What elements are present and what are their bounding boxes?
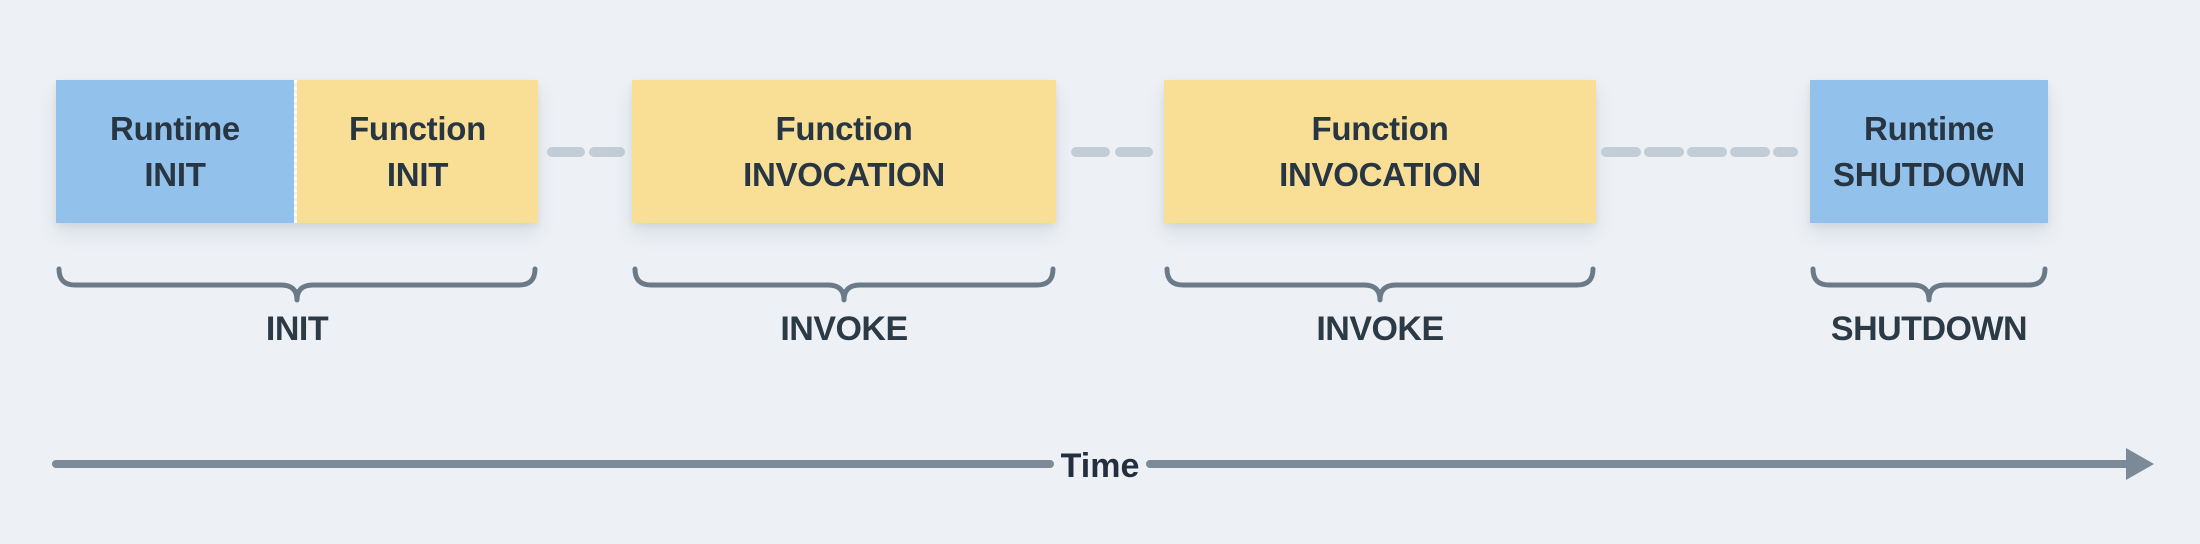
function-invocation-second-line2: INVOCATION (1279, 155, 1481, 193)
phase-invoke-first: Function INVOCATION INVOKE (632, 0, 1056, 544)
runtime-init-line1: Runtime (110, 109, 240, 147)
invoke-first-phase-label: INVOKE (780, 310, 908, 348)
function-invocation-first-line1: Function (775, 109, 913, 147)
shutdown-underbrace-icon (1810, 266, 2048, 303)
function-invocation-box-first: Function INVOCATION (632, 80, 1056, 223)
runtime-shutdown-line1: Runtime (1864, 109, 1994, 147)
function-init-line2: INIT (386, 155, 449, 193)
timeline-right-segment (1146, 460, 2130, 468)
function-invocation-box-second: Function INVOCATION (1164, 80, 1596, 223)
init-underbrace-icon (56, 266, 538, 303)
invoke-second-phase-label: INVOKE (1316, 310, 1444, 348)
invoke-second-underbrace-icon (1164, 266, 1596, 303)
runtime-init-box: Runtime INIT (56, 80, 294, 223)
phase-init: Runtime INIT Function INIT INIT (56, 0, 538, 544)
runtime-shutdown-line2: SHUTDOWN (1833, 155, 2025, 193)
function-invocation-first-line2: INVOCATION (743, 155, 945, 193)
dashed-connector-icon (547, 147, 625, 157)
timeline-label: Time (1060, 447, 1140, 485)
invoke-first-underbrace-icon (632, 266, 1056, 303)
function-invocation-second-line1: Function (1311, 109, 1449, 147)
timeline-left-segment (52, 460, 1054, 468)
shutdown-box-group: Runtime SHUTDOWN (1810, 80, 2048, 223)
dashed-connector-icon (1601, 147, 1798, 157)
phase-invoke-second: Function INVOCATION INVOKE (1164, 0, 1596, 544)
init-box-group: Runtime INIT Function INIT (56, 80, 538, 223)
invoke-second-box-group: Function INVOCATION (1164, 80, 1596, 223)
init-phase-label: INIT (265, 310, 329, 348)
runtime-init-line2: INIT (144, 155, 206, 193)
arrowhead-icon (2126, 448, 2154, 480)
phase-shutdown: Runtime SHUTDOWN SHUTDOWN (1810, 0, 2048, 544)
invoke-first-box-group: Function INVOCATION (632, 80, 1056, 223)
dashed-connector-icon (1071, 147, 1153, 157)
dotted-divider (294, 80, 297, 223)
function-init-line1: Function (349, 109, 486, 147)
runtime-shutdown-box: Runtime SHUTDOWN (1810, 80, 2048, 223)
function-init-box: Function INIT (297, 80, 538, 223)
shutdown-phase-label: SHUTDOWN (1830, 310, 2028, 348)
